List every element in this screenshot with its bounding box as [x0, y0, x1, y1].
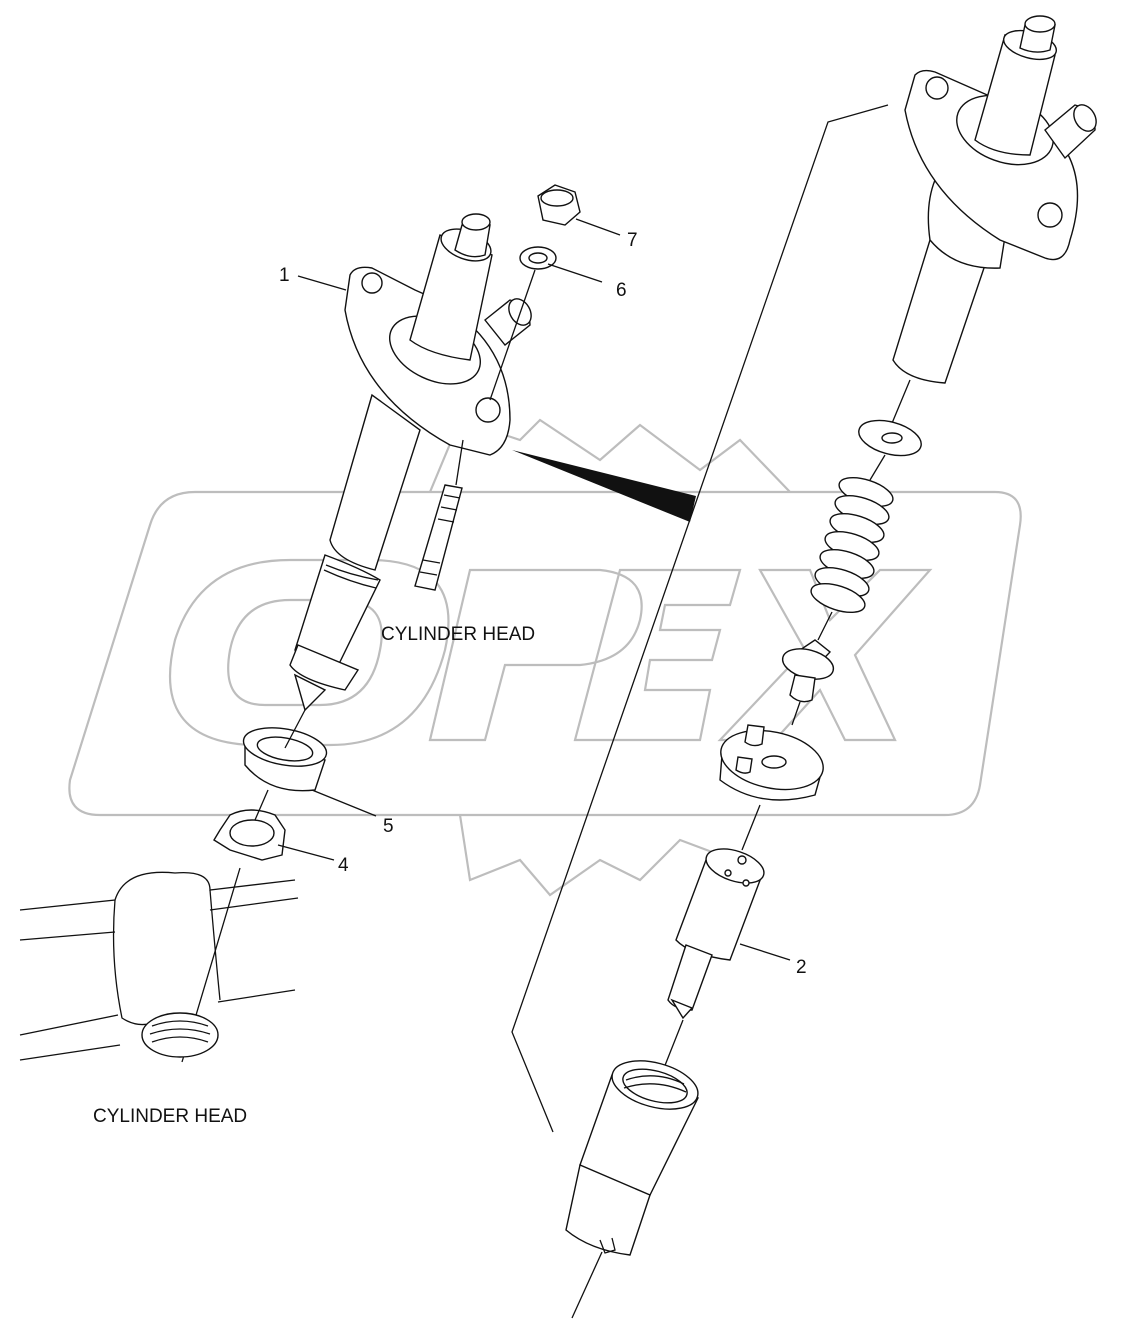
- nozzle-retaining-nut: [565, 1060, 700, 1256]
- retainer-washer: [213, 809, 286, 861]
- distance-piece: [719, 724, 824, 801]
- divider-line: [511, 104, 889, 1133]
- gasket-seat: [242, 727, 328, 792]
- axis-2: [869, 454, 886, 481]
- cylinder-head-label-bottom: CYLINDER HEAD: [93, 1106, 247, 1127]
- nut: [537, 184, 581, 226]
- axis-washer: [254, 789, 269, 821]
- axis-7: [571, 1251, 603, 1319]
- leader-washer-axis: [489, 269, 536, 401]
- nozzle: [667, 848, 765, 1020]
- spring-seat: [781, 639, 835, 703]
- washer: [519, 246, 557, 270]
- spring: [810, 476, 894, 614]
- callout-2: 2: [796, 957, 807, 978]
- axis-4: [791, 701, 801, 726]
- axis-tip: [284, 709, 306, 749]
- axis-5: [741, 804, 761, 851]
- cylinder-head: [19, 871, 299, 1061]
- callout-5: 5: [383, 816, 394, 837]
- cylinder-head-label-center: CYLINDER HEAD: [381, 624, 535, 645]
- shim-washer: [858, 419, 922, 457]
- leader-lines: [277, 218, 791, 961]
- axis-3: [817, 611, 833, 641]
- injector-assembly: [289, 213, 532, 712]
- callout-7: 7: [627, 230, 638, 251]
- injector-body-exploded: [892, 15, 1097, 384]
- callout-6: 6: [616, 280, 627, 301]
- callout-4: 4: [338, 855, 349, 876]
- stud: [414, 439, 464, 591]
- callout-1: 1: [279, 265, 290, 286]
- axis-1: [889, 379, 911, 429]
- pointer-wedge: [512, 450, 696, 522]
